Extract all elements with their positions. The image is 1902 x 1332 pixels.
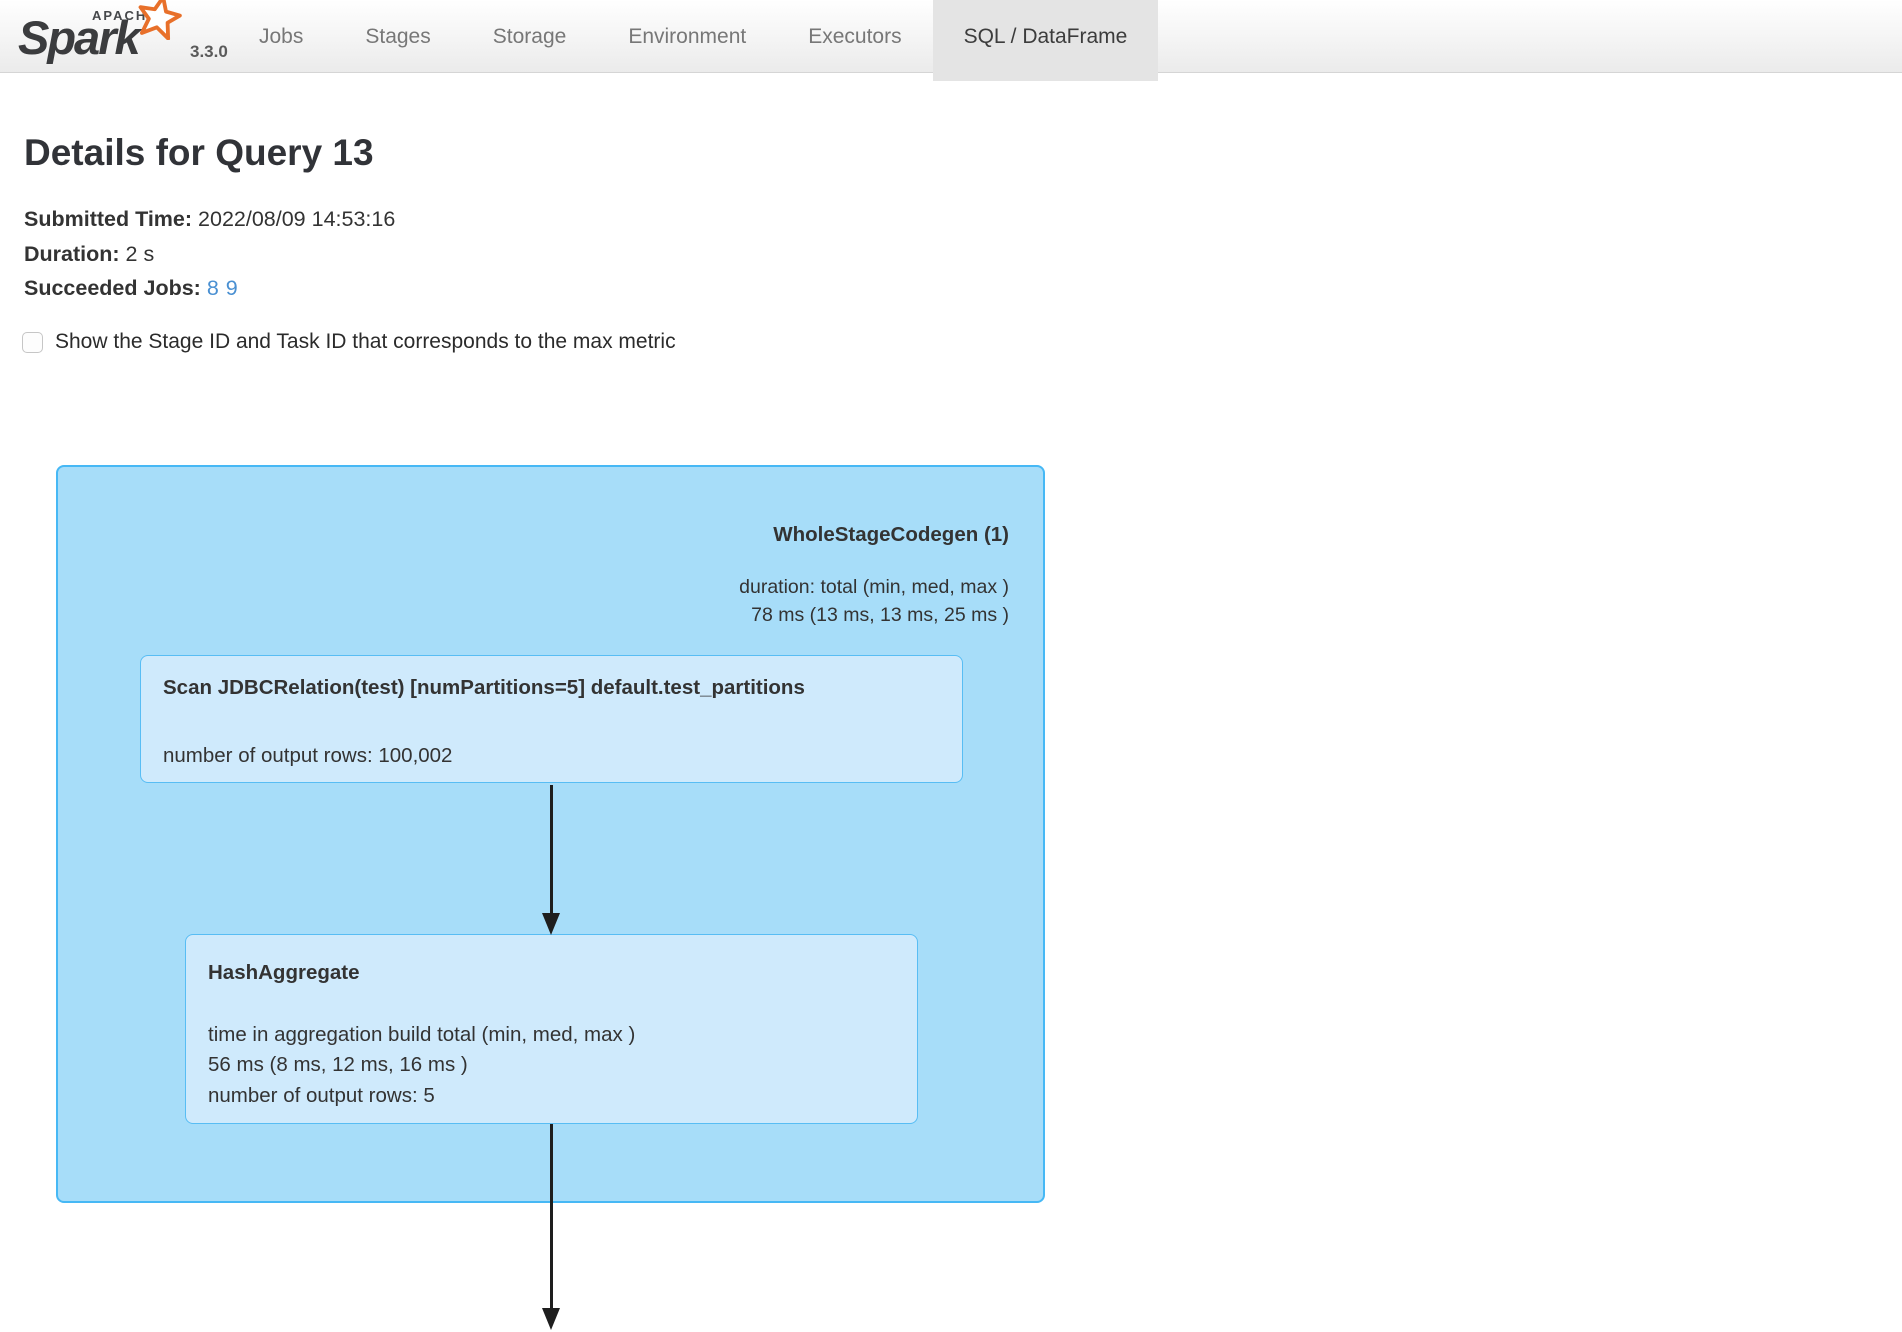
max-metric-toggle-row: Show the Stage ID and Task ID that corre… [22,330,676,354]
apache-logo-text: APACHE [92,8,158,23]
duration-label: Duration: [24,241,120,266]
hashaggregate-metric-1: time in aggregation build total (min, me… [208,1022,636,1046]
duration-value: 2 s [125,241,155,266]
duration-row: Duration: 2 s [24,237,395,272]
edge-scan-to-hashaggregate-arrowhead [542,913,560,935]
submitted-time-label: Submitted Time: [24,207,193,231]
edge-hashaggregate-down [550,1124,553,1308]
cluster-metric-line-1: duration: total (min, med, max ) [739,576,1009,598]
spark-logo[interactable]: Spark APACHE 3.3.0 [18,0,228,72]
scan-node-output-rows: number of output rows: 100,002 [163,743,453,767]
spark-logo-text: Spark [18,11,141,64]
tab-executors[interactable]: Executors [808,24,902,48]
wholestagecodegen-cluster: WholeStageCodegen (1) duration: total (m… [56,465,1045,1203]
spark-star-icon [138,0,182,40]
hashaggregate-metric-2: 56 ms (8 ms, 12 ms, 16 ms ) [208,1053,468,1076]
hashaggregate-node: HashAggregate time in aggregation build … [185,934,918,1124]
scan-jdbcrelation-node: Scan JDBCRelation(test) [numPartitions=5… [140,655,963,783]
nav-tabs: Jobs Stages Storage Environment Executor… [228,0,1159,81]
edge-hashaggregate-down-arrowhead [542,1308,560,1330]
tab-stages[interactable]: Stages [365,24,431,48]
tab-environment[interactable]: Environment [628,24,747,48]
hashaggregate-metric-3: number of output rows: 5 [208,1083,435,1107]
cluster-metric-line-2: 78 ms (13 ms, 13 ms, 25 ms ) [751,604,1009,626]
page-title: Details for Query 13 [24,132,374,173]
tab-jobs[interactable]: Jobs [259,24,304,48]
query-metadata: Submitted Time: 2022/08/09 14:53:16 Dura… [24,202,395,306]
hashaggregate-node-title: HashAggregate [208,961,360,984]
submitted-time-value: 2022/08/09 14:53:16 [198,207,396,231]
submitted-time-row: Submitted Time: 2022/08/09 14:53:16 [24,202,395,237]
show-stage-task-id-label: Show the Stage ID and Task ID that corre… [55,330,676,353]
spark-version: 3.3.0 [190,42,228,61]
scan-node-title: Scan JDBCRelation(test) [numPartitions=5… [163,676,805,699]
job-link-8[interactable]: 8 [206,276,219,300]
top-navbar: Spark APACHE 3.3.0 Jobs Stages Storage E… [0,0,1902,81]
cluster-title: WholeStageCodegen (1) [773,523,1009,546]
succeeded-jobs-label: Succeeded Jobs: [24,276,201,300]
show-stage-task-id-checkbox[interactable] [22,331,43,353]
hashaggregate-metrics: time in aggregation build total (min, me… [208,1020,635,1112]
tab-storage[interactable]: Storage [492,24,567,48]
cluster-header: WholeStageCodegen (1) duration: total (m… [739,523,1009,629]
edge-scan-to-hashaggregate [550,785,553,915]
tab-sql-dataframe[interactable]: SQL / DataFrame [932,0,1159,81]
job-link-9[interactable]: 9 [225,276,238,300]
